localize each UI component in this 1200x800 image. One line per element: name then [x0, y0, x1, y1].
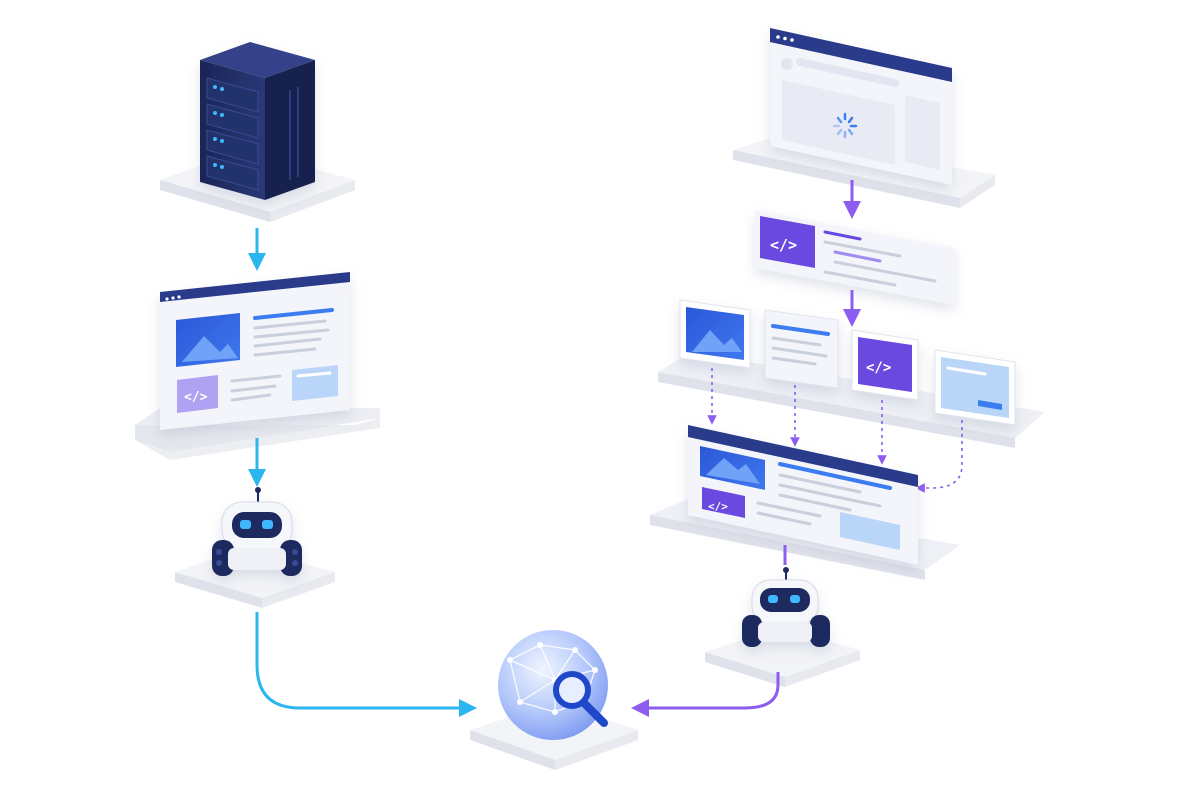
globe-icon [498, 630, 608, 740]
component-widget-tile [934, 349, 1016, 426]
component-image-tile [679, 299, 751, 369]
code-glyph-assembled: </> [708, 500, 728, 513]
dashed-arrows [707, 368, 963, 493]
robot-icon-right [742, 567, 830, 647]
arrow-robot-right-to-globe [631, 672, 780, 717]
code-glyph-panel: </> [770, 236, 797, 254]
component-code-tile: </> [851, 329, 919, 401]
magnifier-icon [553, 671, 608, 727]
assembled-page-window: </> [688, 425, 918, 565]
code-icon [177, 375, 218, 413]
robot-icon-left [212, 487, 302, 576]
component-text-tile [764, 309, 839, 389]
loading-spinner-icon [832, 112, 858, 139]
components-platform [658, 352, 1045, 448]
browser-window-loading [770, 28, 952, 185]
code-glyph-tile: </> [866, 360, 891, 376]
server-icon [200, 42, 315, 200]
arrow-robot-to-globe [255, 612, 477, 717]
web-page-window-left: </> [160, 272, 350, 430]
code-glyph-left: </> [184, 390, 208, 405]
code-panel: </> [755, 210, 955, 305]
